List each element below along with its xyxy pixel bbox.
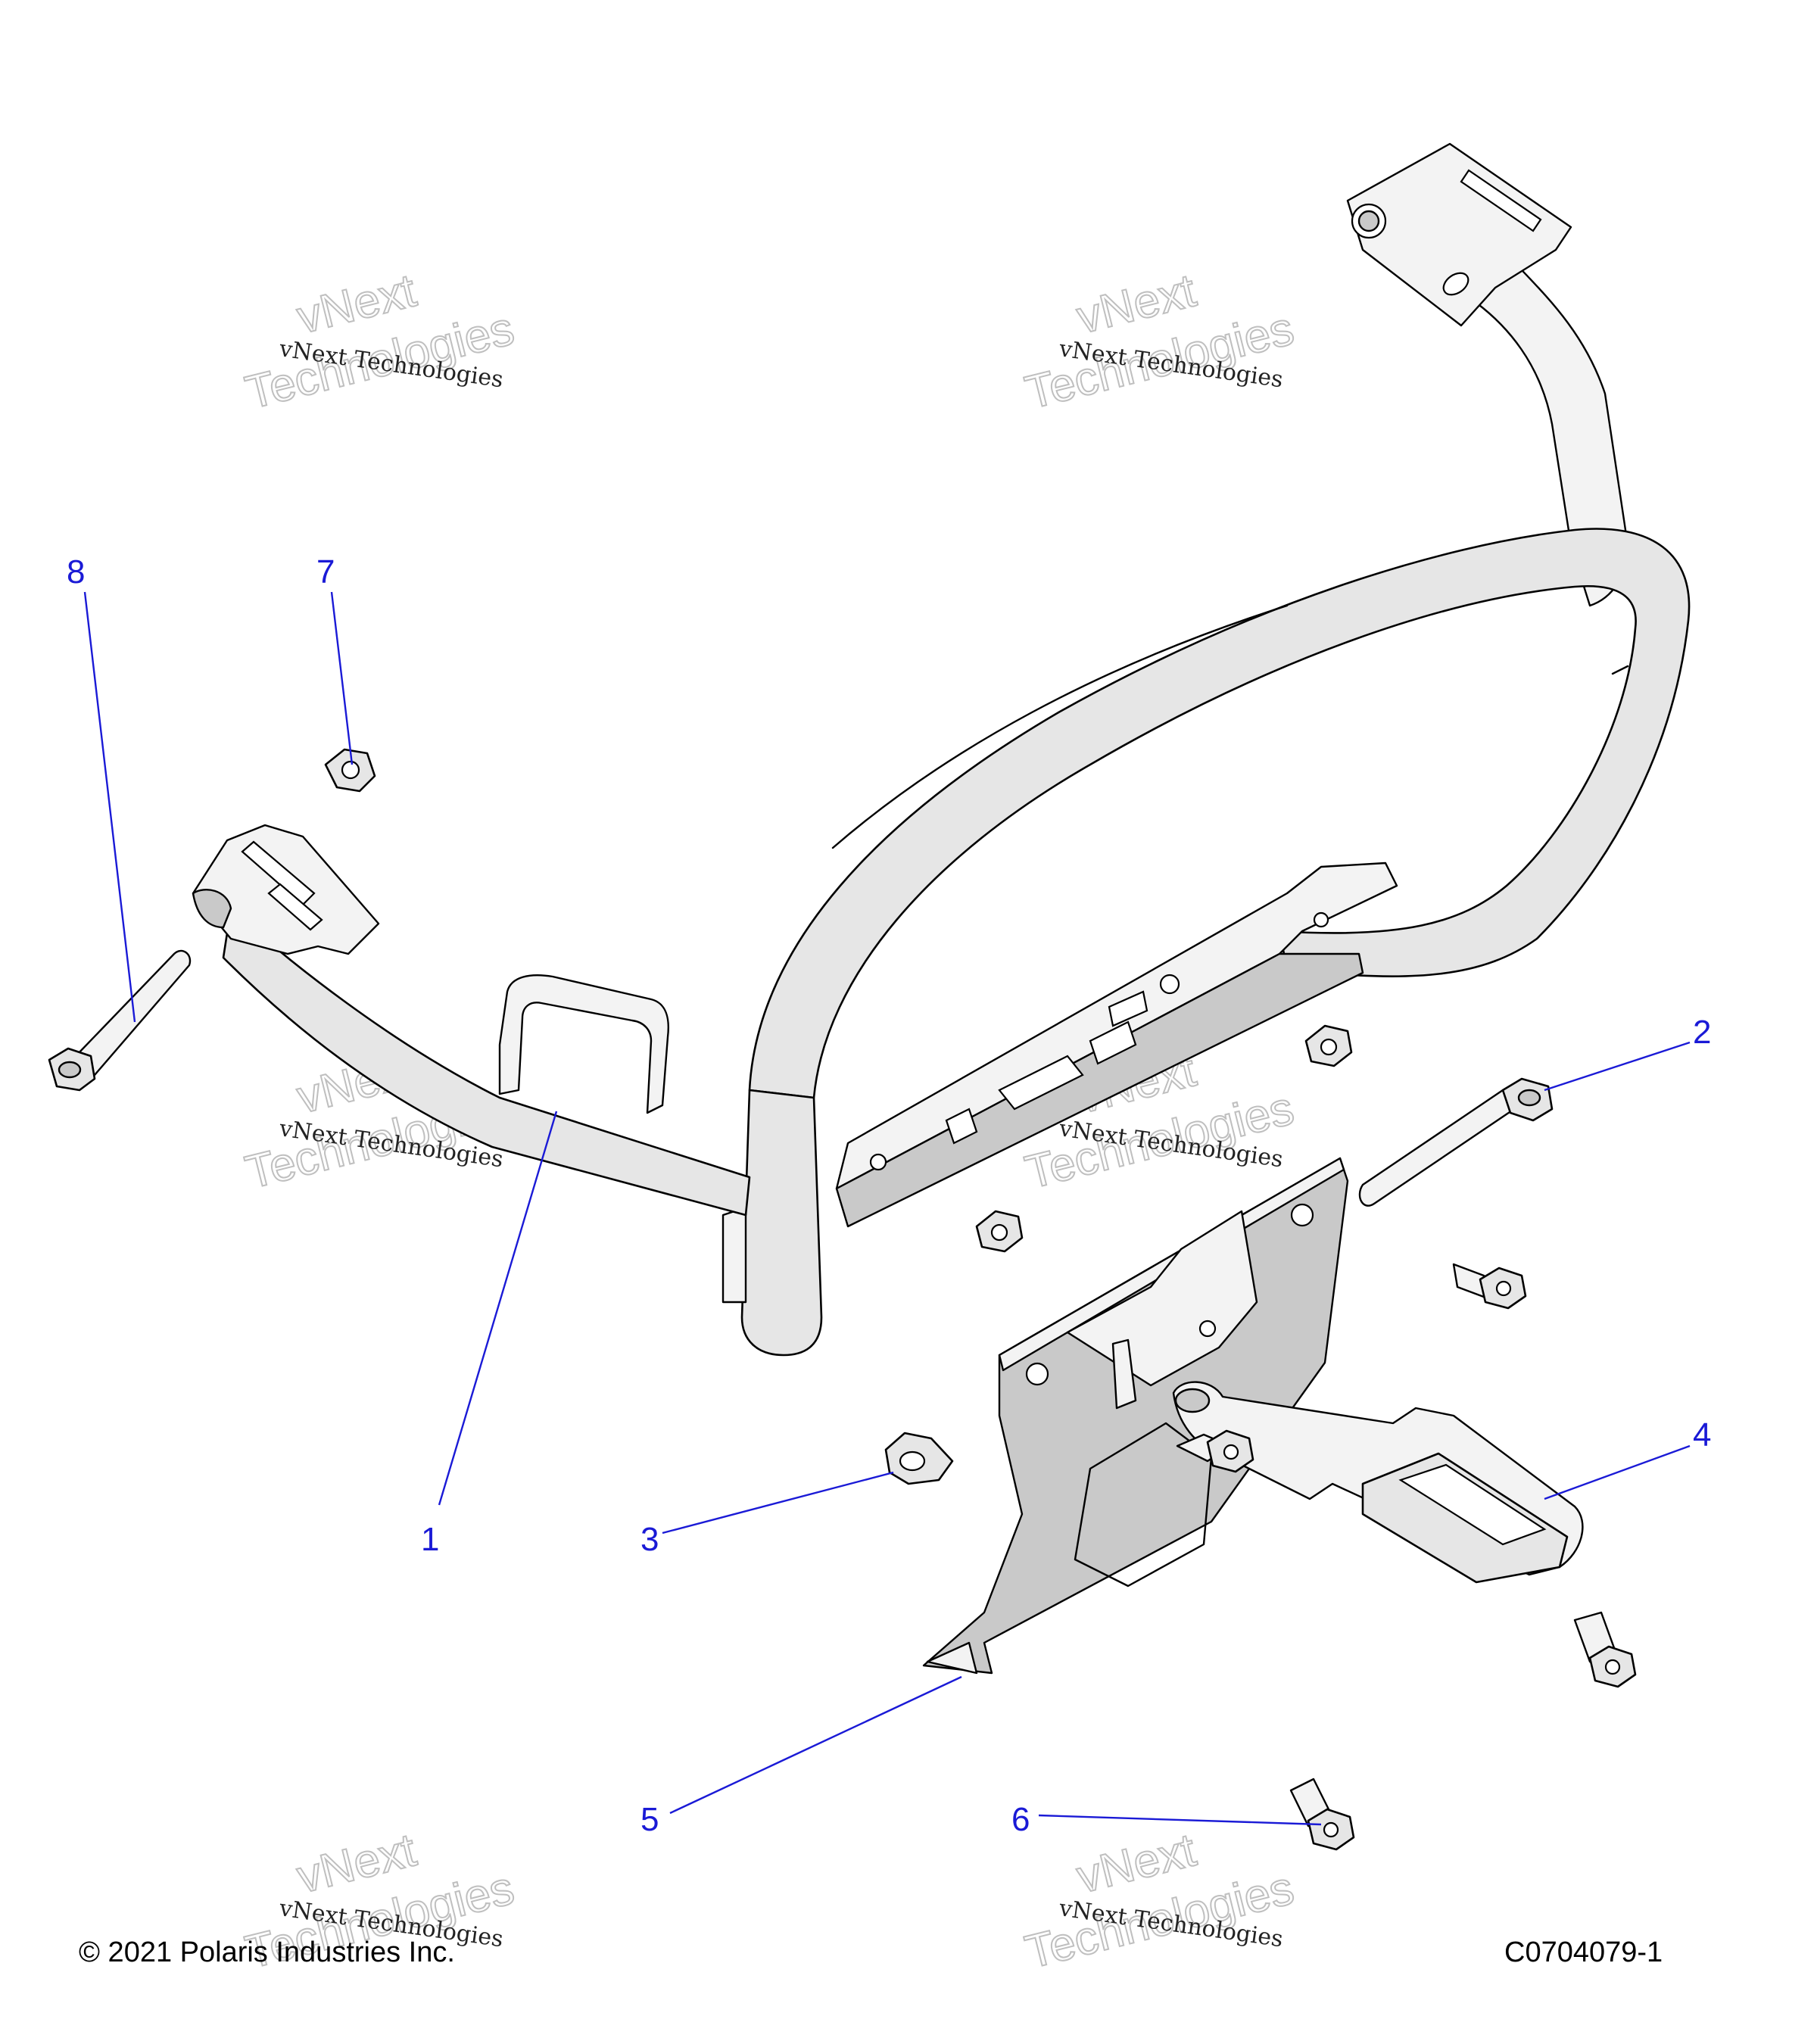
leader-line-5 <box>669 1675 962 1815</box>
copyright-notice: © 2021 Polaris Industries Inc. <box>79 1937 455 1968</box>
callout-5: 5 <box>640 1801 659 1838</box>
callout-6: 6 <box>1011 1801 1030 1838</box>
watermark: vNext Technologies <box>1020 1823 1300 1980</box>
flange-bolt <box>1573 1611 1637 1688</box>
bumper-bracket <box>835 862 1398 1228</box>
leader-line-6 <box>1038 1814 1322 1826</box>
callout-3: 3 <box>640 1521 659 1558</box>
bumper-tube-part <box>192 142 1691 1357</box>
watermark: vNext Technologies <box>1020 263 1300 420</box>
drawing-number: C0704079-1 <box>1504 1937 1663 1968</box>
flange-nut <box>975 1210 1024 1253</box>
leader-line-1 <box>438 1111 558 1506</box>
callout-8: 8 <box>67 553 85 590</box>
callout-7: 7 <box>316 553 335 590</box>
leader-line-7 <box>330 591 354 765</box>
callout-2: 2 <box>1693 1014 1711 1051</box>
watermark: vNext Technologies <box>240 263 520 420</box>
flange-bolt-6 <box>1289 1778 1355 1851</box>
flange-nut-3 <box>884 1432 954 1485</box>
callout-1: 1 <box>421 1521 439 1558</box>
leader-line-8 <box>83 591 136 1023</box>
skid-plate-part <box>922 1157 1349 1675</box>
hitch-receiver-part <box>1172 1381 1584 1584</box>
callout-4: 4 <box>1693 1416 1711 1454</box>
flange-bolt-2 <box>1358 1077 1554 1207</box>
leader-line-2 <box>1544 1041 1691 1092</box>
flange-bolt-8 <box>48 949 192 1092</box>
leader-line-3 <box>662 1471 894 1535</box>
flange-nut <box>1304 1024 1353 1067</box>
leader-line-4 <box>1544 1444 1691 1500</box>
flange-bolt <box>1176 1429 1254 1473</box>
flange-nut-7 <box>324 748 376 793</box>
flange-bolt <box>1452 1263 1527 1310</box>
